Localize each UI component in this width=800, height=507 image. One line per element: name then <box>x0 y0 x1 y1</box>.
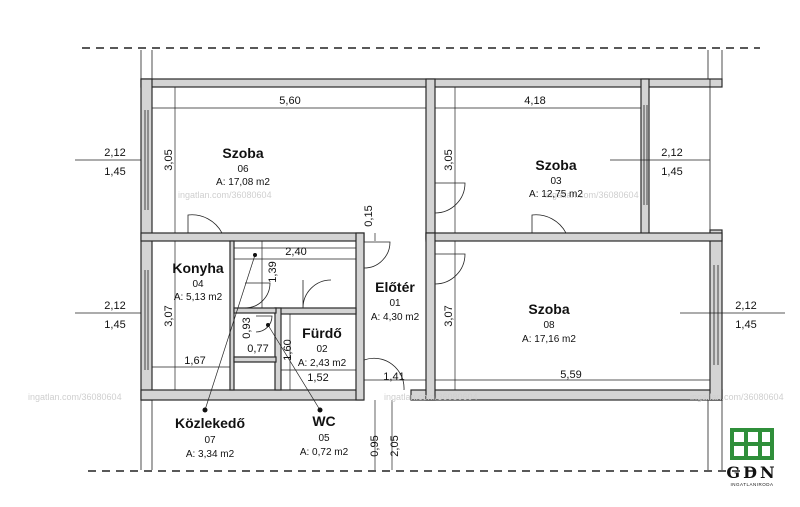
window-height: 2,12 <box>104 300 125 312</box>
watermark: ingatlan.com/36080604 <box>690 392 784 402</box>
dim-szoba06-h: 3,05 <box>163 149 175 170</box>
room-szoba-08: Szoba 08 A: 17,16 m2 <box>522 301 576 345</box>
gdn-logo: GDN INGATLANIRODA <box>726 428 777 487</box>
dim-bottom-b: 2,05 <box>389 435 401 456</box>
dim-konyha-w: 1,67 <box>184 355 205 367</box>
dim-entry: 1,41 <box>383 371 404 383</box>
room-konyha-04: Konyha 04 A: 5,13 m2 <box>172 260 224 303</box>
walls <box>140 78 723 401</box>
room-name: Szoba <box>222 145 263 161</box>
watermark: ingatlan.com/36080604 <box>28 392 122 402</box>
room-number: 04 <box>192 279 204 290</box>
window-height: 2,12 <box>661 147 682 159</box>
window-annotations: 2,12 1,45 2,12 1,45 2,12 1,45 2,12 1,45 <box>104 147 756 331</box>
watermark: ingatlan.com/36080604 <box>178 190 272 200</box>
room-name: WC <box>312 413 335 429</box>
window-height: 2,12 <box>104 147 125 159</box>
room-number: 05 <box>318 433 330 444</box>
dim-wc-small: 0,93 <box>241 317 253 338</box>
room-area: A: 17,16 m2 <box>522 334 576 345</box>
room-area: A: 3,34 m2 <box>186 449 235 460</box>
room-area: A: 4,30 m2 <box>371 312 420 323</box>
dim-bath-top: 1,39 <box>267 261 279 282</box>
room-kozlekedo-07: Közlekedő 07 A: 3,34 m2 <box>175 415 245 460</box>
room-area: A: 17,08 m2 <box>216 177 270 188</box>
dim-konyha-h: 3,07 <box>163 305 175 326</box>
dim-top-right: 4,18 <box>524 95 545 107</box>
window-sill: 1,45 <box>104 319 125 331</box>
dim-gap: 0,15 <box>363 205 375 226</box>
room-number: 02 <box>316 344 328 355</box>
window-sill: 1,45 <box>735 319 756 331</box>
dim-szoba08-h: 3,07 <box>443 305 455 326</box>
building-icon <box>730 428 774 460</box>
dim-szoba08-w: 5,59 <box>560 369 581 381</box>
room-area: A: 12,75 m2 <box>529 189 583 200</box>
watermark: ingatlan.com/36080604 <box>545 190 639 200</box>
room-name: Előtér <box>375 279 415 295</box>
room-number: 03 <box>550 176 562 187</box>
room-szoba-06: Szoba 06 A: 17,08 m2 <box>216 145 270 188</box>
dimension-lines <box>75 87 785 470</box>
room-furdo-02: Fürdő 02 A: 2,43 m2 <box>298 325 347 369</box>
dim-bottom-a: 0,95 <box>369 435 381 456</box>
dim-corridor: 2,40 <box>285 246 306 258</box>
room-area: A: 0,72 m2 <box>300 447 349 458</box>
room-number: 01 <box>389 298 401 309</box>
room-area: A: 5,13 m2 <box>174 292 223 303</box>
dim-bath-side: 1,60 <box>282 339 294 360</box>
room-name: Szoba <box>535 157 576 173</box>
room-name: Konyha <box>172 260 224 276</box>
logo-letters: GDN <box>726 463 777 482</box>
room-area: A: 2,43 m2 <box>298 358 347 369</box>
dimension-texts: 5,60 4,18 3,05 3,05 0,15 2,40 3,07 3,07 … <box>163 95 582 457</box>
window-sill: 1,45 <box>104 166 125 178</box>
room-wc-05: WC 05 A: 0,72 m2 <box>300 413 349 458</box>
room-number: 07 <box>204 435 216 446</box>
window-height: 2,12 <box>735 300 756 312</box>
window-sill: 1,45 <box>661 166 682 178</box>
window-marks <box>144 79 719 370</box>
room-name: Közlekedő <box>175 415 245 431</box>
dim-szoba03-h: 3,05 <box>443 149 455 170</box>
watermark: ingatlan.com/36080604 <box>384 392 478 402</box>
room-eloter-01: Előtér 01 A: 4,30 m2 <box>371 279 420 323</box>
room-name: Szoba <box>528 301 569 317</box>
room-name: Fürdő <box>302 325 342 341</box>
dim-bath-width: 1,52 <box>307 372 328 384</box>
room-number: 08 <box>543 320 555 331</box>
room-szoba-03: Szoba 03 A: 12,75 m2 <box>529 157 583 200</box>
room-number: 06 <box>237 164 249 175</box>
dim-wc-depth: 0,77 <box>247 343 268 355</box>
dim-top-left: 5,60 <box>279 95 300 107</box>
logo-sub: INGATLANIRODA <box>731 482 774 487</box>
